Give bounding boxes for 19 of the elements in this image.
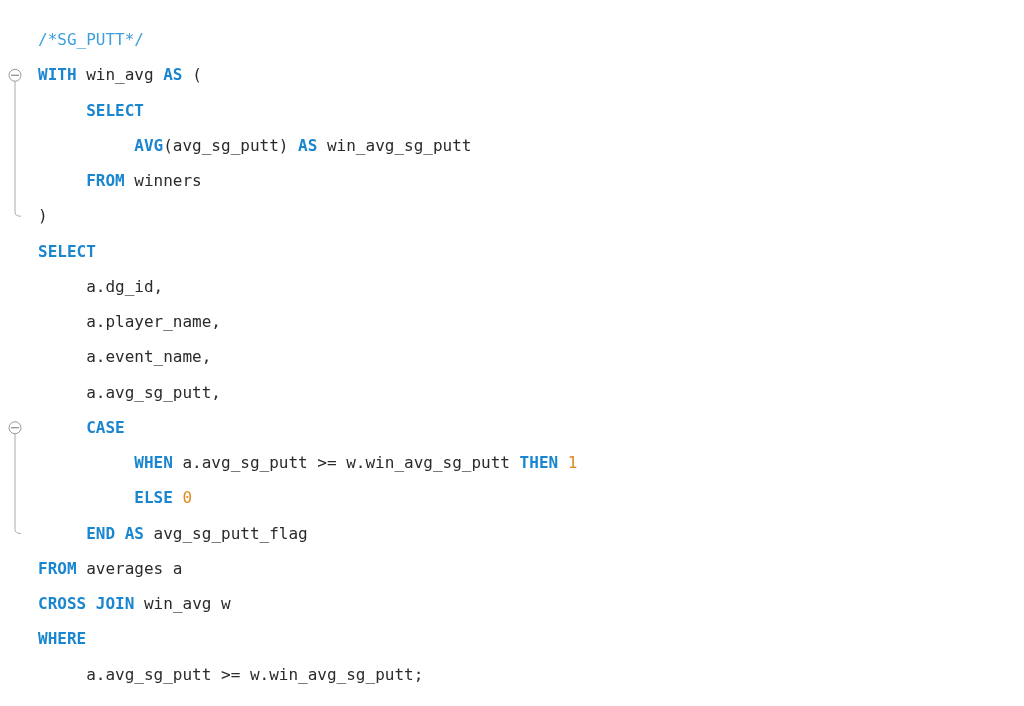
code-line: WHERE bbox=[38, 629, 87, 650]
code-line: END AS avg_sg_putt_flag bbox=[86, 523, 308, 544]
code-line: FROM averages a bbox=[38, 558, 183, 579]
code-line: CROSS JOIN win_avg w bbox=[38, 594, 231, 614]
code-line: a.avg_sg_putt, bbox=[86, 382, 221, 403]
code-comment: /*SG_PUTT*/ bbox=[38, 30, 144, 50]
code-line: WHEN a.avg_sg_putt >= w.win_avg_sg_putt THEN 1 bbox=[134, 453, 578, 473]
code-line: AVG(avg_sg_putt) AS win_avg_sg_putt bbox=[134, 135, 472, 156]
code-line: FROM winners bbox=[86, 171, 202, 191]
code-line: a.event_name, bbox=[86, 347, 212, 368]
code-line: SELECT bbox=[38, 241, 96, 262]
code-line: SELECT bbox=[86, 100, 144, 121]
code-line: a.dg_id, bbox=[86, 276, 164, 297]
code-line: ) bbox=[38, 206, 48, 227]
code-line: WITH win_avg AS ( bbox=[38, 65, 202, 86]
code-line: a.player_name, bbox=[86, 312, 221, 332]
code-line: CASE bbox=[86, 417, 125, 438]
code-line: ELSE 0 bbox=[134, 488, 193, 509]
code-line: a.avg_sg_putt >= w.win_avg_sg_putt; bbox=[86, 664, 424, 685]
